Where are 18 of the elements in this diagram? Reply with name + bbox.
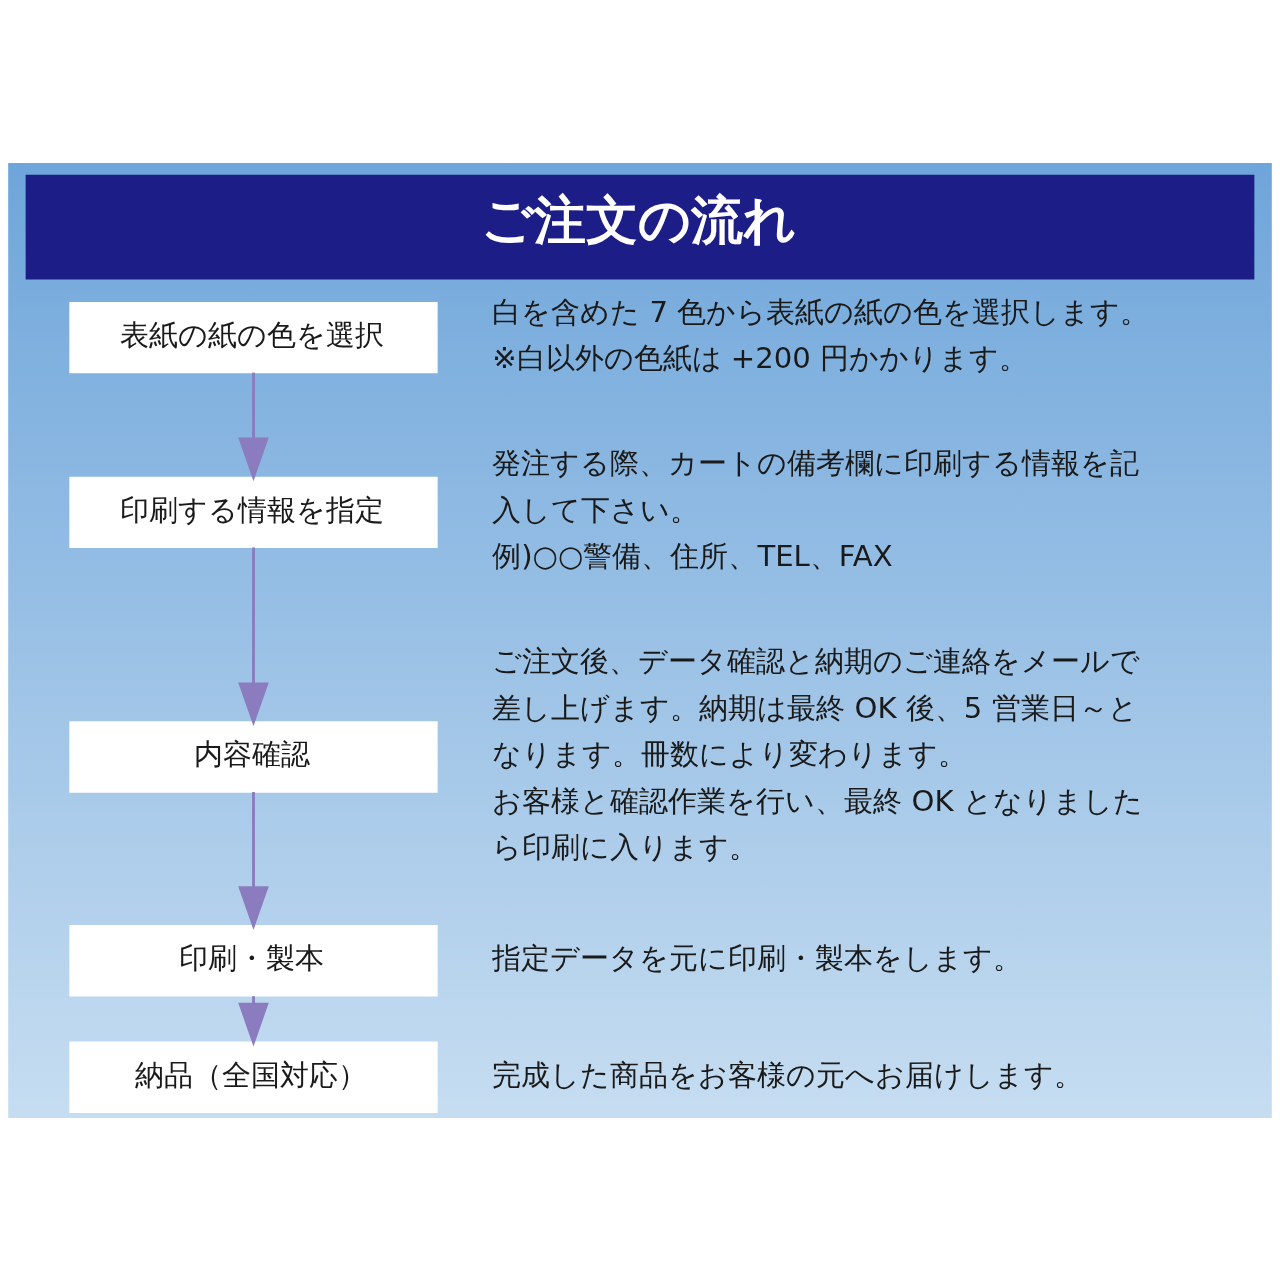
arrow xyxy=(238,995,269,1047)
arrow xyxy=(238,372,269,481)
diagram-title: ご注文の流れ xyxy=(480,188,796,250)
node-box: 納品（全国対応） xyxy=(69,1041,438,1113)
node-label: 完成した商品をお客様の元へお届けします。 xyxy=(492,1057,1084,1092)
node-label: 指定データを元に印刷・製本をします。 xyxy=(492,940,1023,975)
node-box: 表紙の紙の色を選択 xyxy=(69,301,438,373)
node-label: 発注する際、カートの備考欄に印刷する情報を記入して下さい。 xyxy=(492,445,1140,527)
node-box: 内容確認 xyxy=(69,720,438,793)
arrow xyxy=(238,546,269,726)
node-label: お客様と確認作業を行い、最終 OK となりましたら印刷に入ります。 xyxy=(492,783,1143,864)
node-label: ご注文後、データ確認と納期のご連絡をメールで差し上げます。納期は最終 OK 後、5 営業日～となります。冊数により変わります。 xyxy=(492,643,1141,771)
node-box: 印刷・製本 xyxy=(69,924,438,996)
node-label: 例)○○警備、住所、TEL、FAX xyxy=(492,538,893,573)
node-label: 白を含めた 7 色から表紙の紙の色を選択します。 xyxy=(492,294,1150,329)
node-label: ※白以外の色紙は +200 円かかります。 xyxy=(492,340,1029,375)
node-box: 印刷する情報を指定 xyxy=(69,476,438,548)
arrow xyxy=(238,791,269,930)
